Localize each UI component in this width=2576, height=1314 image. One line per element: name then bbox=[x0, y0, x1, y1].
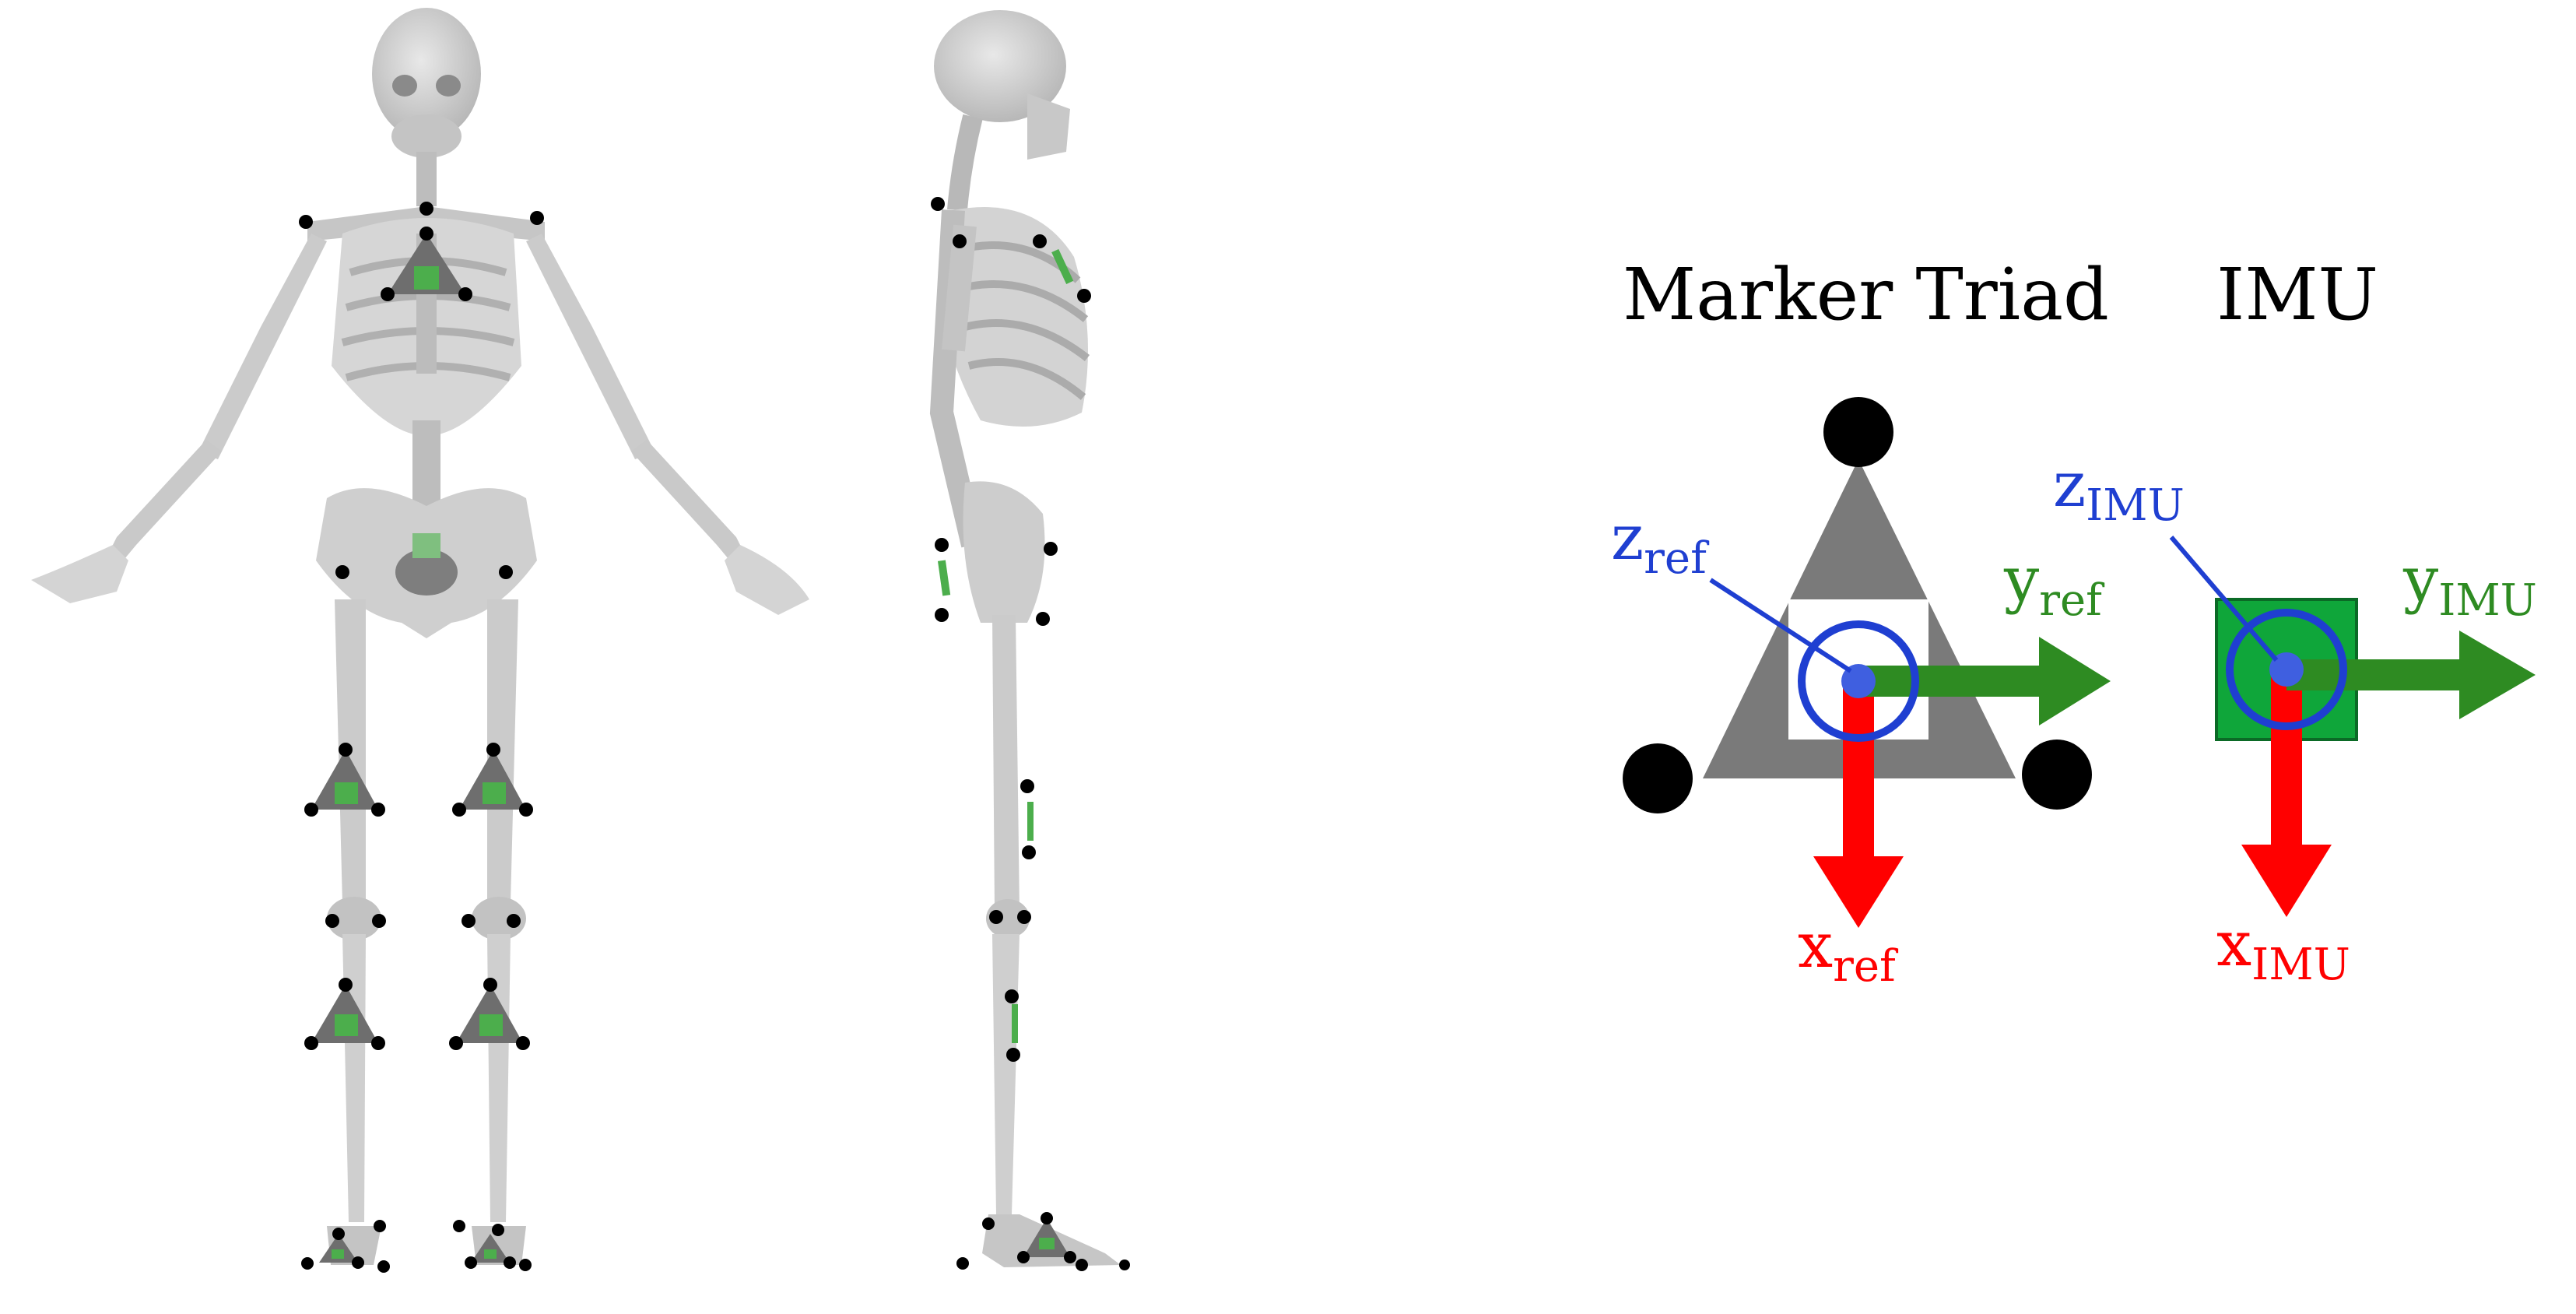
z-imu-label: zIMU bbox=[2053, 448, 2185, 531]
y-imu-axis-shaft bbox=[2286, 659, 2469, 690]
front-skeleton bbox=[31, 8, 809, 1265]
front-marker-triads bbox=[299, 202, 544, 1273]
imu-patch bbox=[1027, 802, 1034, 841]
z-ref-leader-line bbox=[1709, 578, 1852, 673]
imu-patch bbox=[414, 266, 439, 290]
front-markers bbox=[299, 202, 544, 1273]
femur bbox=[992, 615, 1020, 911]
z-imu-dot bbox=[2269, 652, 2304, 687]
imu-patch bbox=[483, 782, 506, 804]
imu-patch bbox=[484, 1249, 497, 1259]
imu-patch bbox=[332, 1249, 344, 1259]
side-skeleton bbox=[929, 10, 1130, 1271]
x-imu-axis-shaft bbox=[2271, 677, 2302, 856]
imu-patch bbox=[335, 782, 358, 804]
lumbar-spine bbox=[412, 420, 440, 514]
x-ref-label: xref bbox=[1798, 909, 1899, 992]
z-imu-circle bbox=[2226, 609, 2347, 730]
marker-triad-title: Marker Triad bbox=[1623, 253, 2109, 336]
marker-left bbox=[1623, 743, 1693, 813]
z-imu-leader-line bbox=[2169, 536, 2279, 662]
y-ref-axis-shaft bbox=[1858, 666, 2049, 697]
triad-triangle bbox=[459, 750, 526, 810]
right-hand bbox=[31, 545, 128, 603]
x-imu-arrowhead bbox=[2241, 845, 2332, 917]
left-tibia bbox=[487, 934, 511, 1222]
pelvis bbox=[963, 481, 1045, 623]
triad-triangle bbox=[311, 750, 378, 810]
marker-right bbox=[2022, 740, 2092, 810]
imu-patch bbox=[1051, 248, 1074, 284]
imu-patch bbox=[937, 560, 951, 596]
left-hand bbox=[725, 545, 809, 615]
skull bbox=[934, 10, 1066, 122]
triad-triangle bbox=[456, 985, 523, 1043]
jaw bbox=[1027, 93, 1070, 160]
triad-triangle bbox=[388, 234, 465, 294]
side-markers bbox=[931, 197, 1130, 1271]
x-ref-arrowhead bbox=[1813, 856, 1904, 928]
right-tibia bbox=[342, 934, 366, 1222]
right-humerus bbox=[198, 234, 327, 459]
y-imu-arrowhead bbox=[2459, 631, 2536, 719]
triad-triangle bbox=[311, 985, 378, 1043]
y-imu-label: yIMU bbox=[2402, 543, 2537, 626]
x-ref-axis-shaft bbox=[1843, 677, 1874, 864]
imu-patch bbox=[335, 1014, 358, 1036]
imu-legend: IMU zIMU yIMU xIMU bbox=[2053, 253, 2537, 990]
z-ref-label: zref bbox=[1611, 501, 1710, 584]
left-forearm bbox=[631, 440, 744, 559]
x-imu-label: xIMU bbox=[2216, 908, 2350, 990]
z-ref-circle bbox=[1798, 620, 1919, 742]
right-forearm bbox=[109, 440, 222, 559]
left-femur bbox=[487, 599, 518, 903]
skull bbox=[372, 8, 481, 140]
tibia bbox=[992, 934, 1020, 1214]
left-humerus bbox=[526, 234, 655, 459]
imu-patch bbox=[412, 533, 440, 558]
marker-top bbox=[1823, 397, 1893, 467]
imu-title: IMU bbox=[2216, 253, 2378, 336]
imu-patch bbox=[1039, 1238, 1055, 1249]
imu-patch bbox=[1012, 1004, 1018, 1043]
cervical-spine bbox=[947, 114, 983, 212]
y-ref-arrowhead bbox=[2039, 637, 2111, 726]
jaw bbox=[391, 114, 462, 158]
marker-triad-legend: Marker Triad zref yref xref bbox=[1611, 253, 2111, 992]
z-ref-dot bbox=[1841, 664, 1876, 698]
y-ref-label: yref bbox=[2003, 543, 2105, 626]
imu-patch bbox=[479, 1014, 503, 1036]
